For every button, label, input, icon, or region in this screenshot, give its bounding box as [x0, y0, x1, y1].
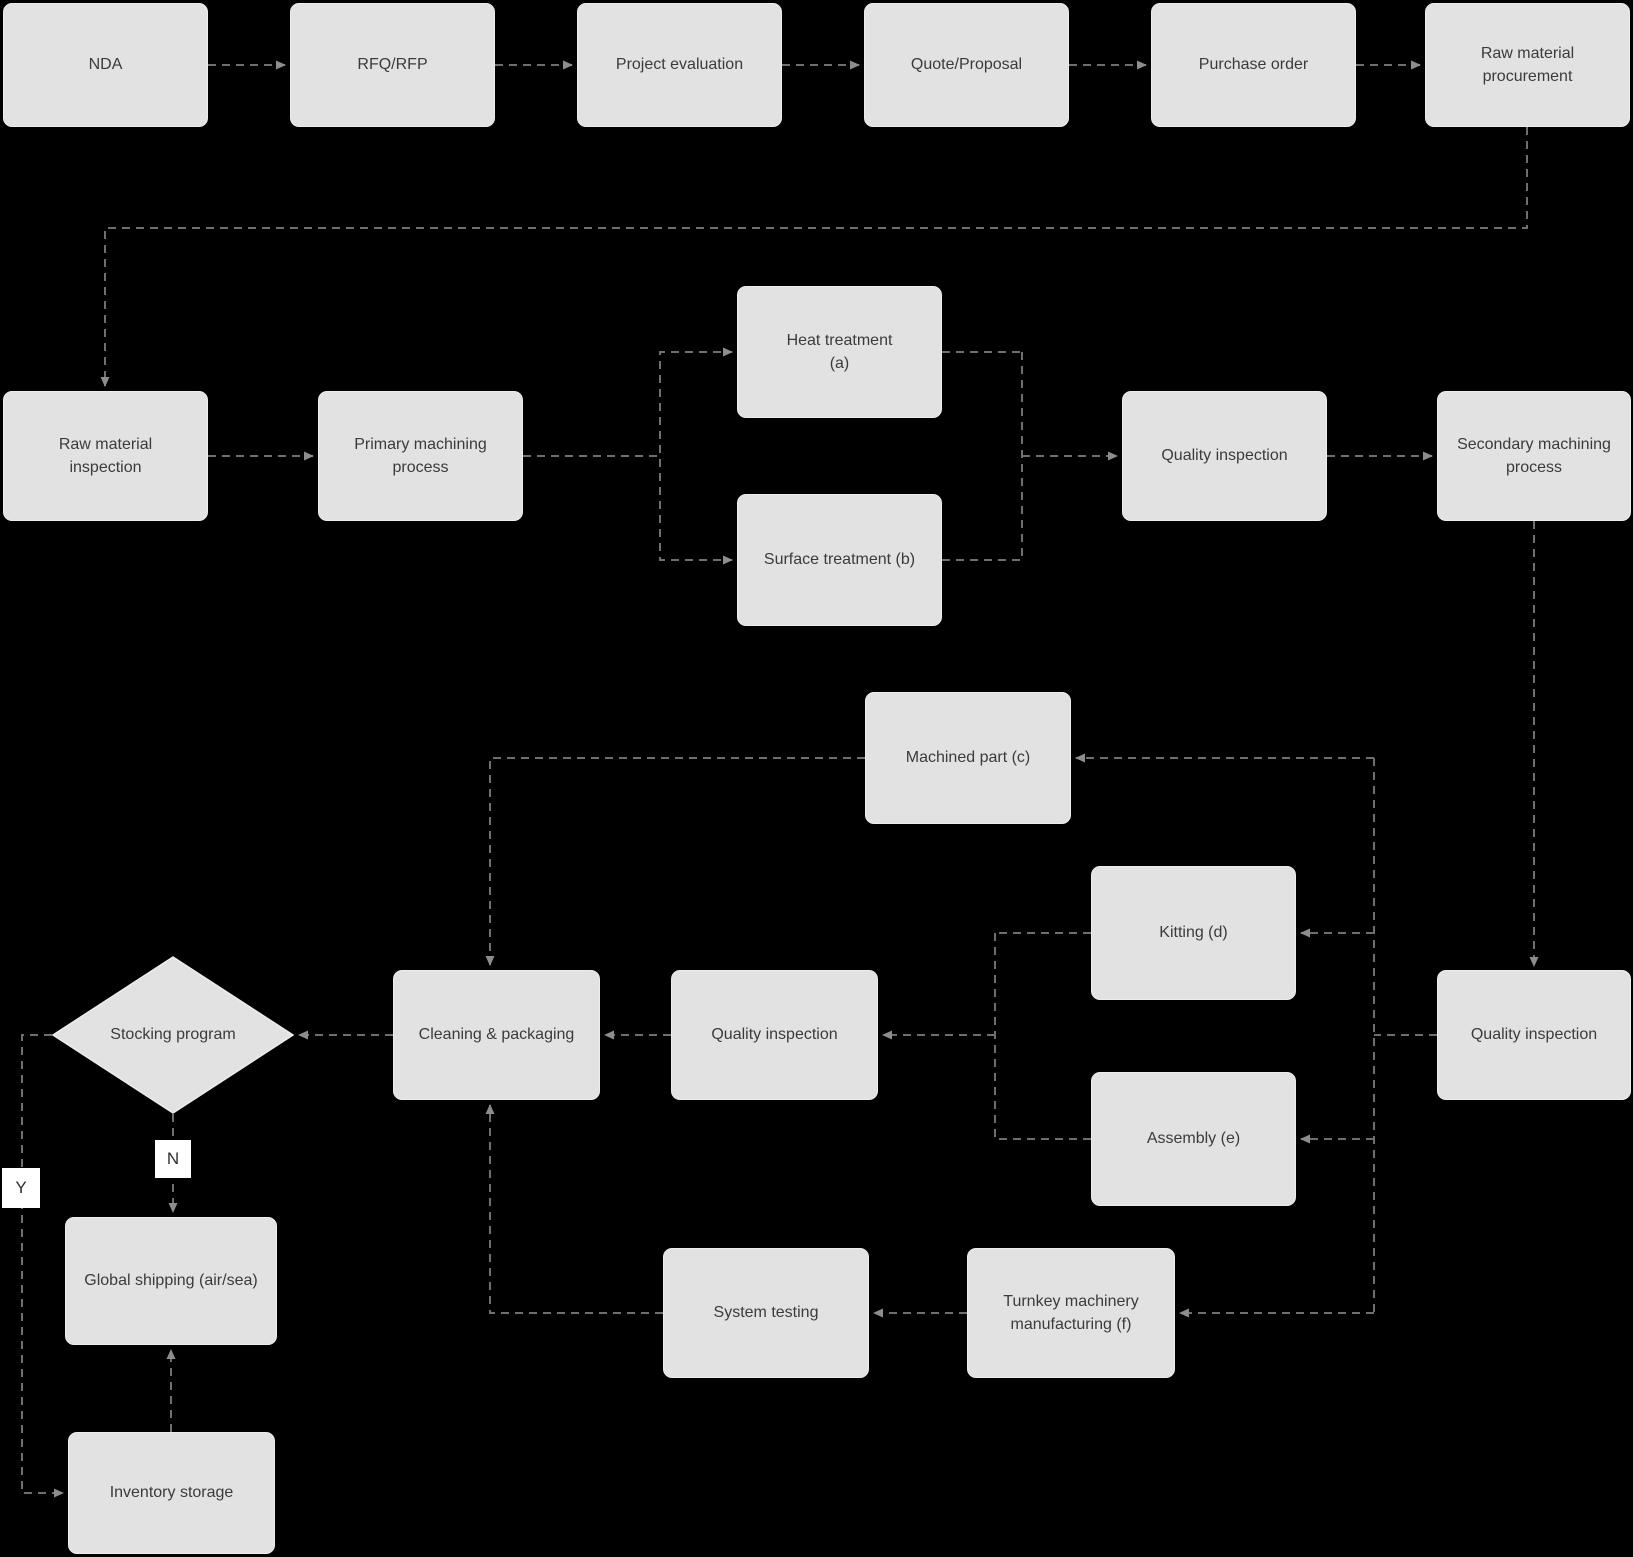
node-kitting-label: Kitting (d): [1159, 924, 1228, 942]
node-cleaning-packaging-label: Cleaning & packaging: [418, 1026, 575, 1044]
node-quality-inspection-2: Quality inspection: [671, 970, 878, 1100]
edge-treatments-merge: [942, 351, 1023, 561]
node-heat-treatment-label: Heat treatment (a): [786, 331, 893, 372]
node-surface-treatment: Surface treatment (b): [737, 494, 942, 626]
node-nda-label: NDA: [88, 56, 123, 74]
node-quote-proposal: Quote/Proposal: [864, 3, 1069, 127]
node-quality-inspection-1-label: Quality inspection: [1161, 447, 1288, 465]
node-kitting: Kitting (d): [1091, 866, 1296, 1000]
node-nda: NDA: [3, 3, 208, 127]
node-secondary-machining-label: Secondary machining process: [1457, 435, 1611, 476]
node-raw-material-procurement-label: Raw material procurement: [1480, 44, 1575, 85]
node-primary-machining: Primary machining process: [318, 391, 523, 521]
node-assembly: Assembly (e): [1091, 1072, 1296, 1206]
edge-system-testing-cleaning: [485, 1104, 663, 1314]
node-inventory-storage-label: Inventory storage: [109, 1484, 234, 1502]
node-quality-inspection-2-label: Quality inspection: [711, 1026, 838, 1044]
node-primary-machining-label: Primary machining process: [354, 435, 487, 476]
node-purchase-order-label: Purchase order: [1198, 56, 1309, 74]
edge-primary-surface-treatment: [523, 455, 733, 565]
node-machined-part: Machined part (c): [865, 692, 1071, 824]
node-raw-material-inspection-label: Raw material inspection: [58, 435, 153, 476]
node-project-evaluation-label: Project evaluation: [615, 56, 744, 74]
node-rfq-rfp: RFQ/RFP: [290, 3, 495, 127]
node-stocking-program-label: Stocking program: [110, 1026, 236, 1044]
node-quote-proposal-label: Quote/Proposal: [910, 56, 1023, 74]
node-system-testing: System testing: [663, 1248, 869, 1378]
node-secondary-machining: Secondary machining process: [1437, 391, 1631, 521]
node-project-evaluation: Project evaluation: [577, 3, 782, 127]
edge-machined-part-cleaning: [485, 757, 865, 966]
node-purchase-order: Purchase order: [1151, 3, 1356, 127]
node-stocking-program: Stocking program: [52, 956, 294, 1114]
node-quality-inspection-1: Quality inspection: [1122, 391, 1327, 521]
node-global-shipping-label: Global shipping (air/sea): [84, 1272, 258, 1290]
node-turnkey-manufacturing-label: Turnkey machinery manufacturing (f): [1003, 1292, 1139, 1333]
edge-kitting-assembly-merge: [994, 932, 1091, 1140]
node-raw-material-procurement: Raw material procurement: [1425, 3, 1630, 127]
node-system-testing-label: System testing: [713, 1304, 819, 1322]
diamond-shape-icon: [52, 956, 294, 1114]
edge-label-yes: Y: [2, 1168, 40, 1208]
node-heat-treatment: Heat treatment (a): [737, 286, 942, 418]
node-quality-inspection-3-label: Quality inspection: [1470, 1026, 1598, 1044]
node-machined-part-label: Machined part (c): [905, 749, 1031, 767]
edge-primary-heat-treatment: [523, 347, 733, 457]
edge-label-no: N: [155, 1140, 191, 1178]
node-rfq-rfp-label: RFQ/RFP: [357, 56, 428, 74]
node-cleaning-packaging: Cleaning & packaging: [393, 970, 600, 1100]
node-global-shipping: Global shipping (air/sea): [65, 1217, 277, 1345]
node-assembly-label: Assembly (e): [1146, 1130, 1241, 1148]
node-inventory-storage: Inventory storage: [68, 1432, 275, 1554]
node-turnkey-manufacturing: Turnkey machinery manufacturing (f): [967, 1248, 1175, 1378]
node-surface-treatment-label: Surface treatment (b): [763, 551, 916, 569]
node-raw-material-inspection: Raw material inspection: [3, 391, 208, 521]
node-quality-inspection-3: Quality inspection: [1437, 970, 1631, 1100]
